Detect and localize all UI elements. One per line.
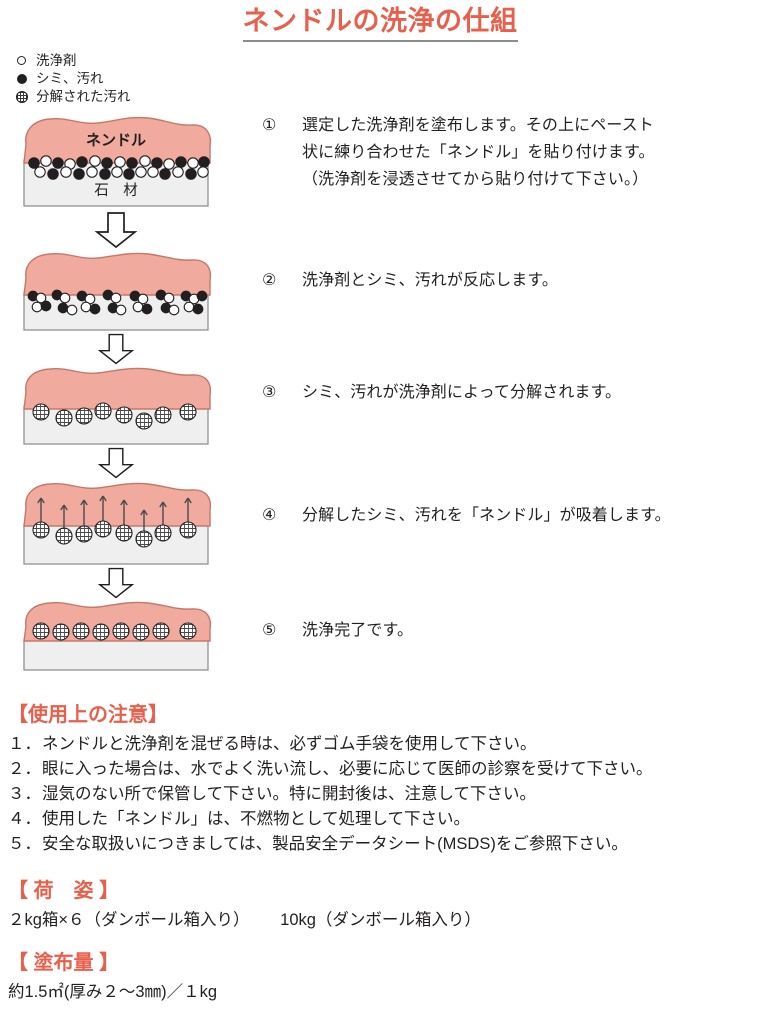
packaging-section: 【 荷 姿 】 ２kg箱×６（ダンボール箱入り） 10kg（ダンボール箱入り）: [8, 878, 756, 933]
packaging-option-1: ２kg箱×６（ダンボール箱入り）: [8, 911, 250, 929]
page-title: ネンドルの洗浄の仕組: [242, 6, 518, 43]
stage-4: [16, 480, 216, 566]
coverage-section: 【 塗布量 】 約1.5㎡(厚み２～3㎜)／１kg: [8, 950, 756, 1005]
precautions-heading: 【使用上の注意】: [8, 704, 168, 726]
coverage-value: 約1.5㎡(厚み２～3㎜)／１kg: [8, 983, 218, 1001]
step-4-text: 分解したシミ、汚れを「ネンドル」が吸着します。: [302, 507, 671, 524]
hatched-circle-icon: [14, 90, 29, 103]
legend-label-detergent: 洗浄剤: [36, 52, 77, 68]
precaution-item-3: ３． 湿気のない所で保管して下さい。特に開封後は、注意して下さい。: [8, 782, 756, 807]
step-2-text: 洗浄剤とシミ、汚れが反応します。: [302, 272, 559, 289]
legend-item-decomposed: 分解された汚れ: [14, 88, 234, 105]
step-5: ⑤ 洗浄完了です。: [262, 617, 413, 644]
precaution-item-1: １． ネンドルと洗浄剤を混ぜる時は、必ずゴム手袋を使用して下さい。: [8, 732, 756, 757]
packaging-heading: 【 荷 姿 】: [8, 880, 120, 902]
down-arrow-icon: [97, 447, 135, 479]
down-arrow-icon: [94, 212, 138, 249]
precaution-4-number: ４．: [8, 810, 41, 828]
arrow-connector-3: [16, 446, 216, 480]
stone-label: 石 材: [94, 182, 138, 199]
step-3: ③ シミ、汚れが洗浄剤によって分解されます。: [262, 379, 621, 406]
stage-1: ネンドル: [16, 112, 216, 210]
step-2-number: ②: [262, 272, 277, 289]
precaution-1-number: １．: [8, 735, 41, 753]
precaution-item-5: ５． 安全な取扱いにつきましては、製品安全データシート(MSDS)をご参照下さい…: [8, 832, 756, 857]
packaging-values: ２kg箱×６（ダンボール箱入り） 10kg（ダンボール箱入り）: [8, 908, 756, 933]
precaution-item-2: ２． 眼に入った場合は、水でよく洗い流し、必要に応じて医師の診察を受けて下さい。: [8, 757, 756, 782]
step-1-text: 選定した洗浄剤を塗布します。その上にペースト 状に練り合わせた「ネンドル」を貼り…: [302, 117, 655, 188]
hollow-circle-icon: [14, 56, 29, 65]
precaution-5-number: ５．: [8, 835, 41, 853]
step-4-number: ④: [262, 507, 277, 524]
precautions-section: 【使用上の注意】 １． ネンドルと洗浄剤を混ぜる時は、必ずゴム手袋を使用して下さ…: [8, 702, 756, 857]
coverage-heading: 【 塗布量 】: [8, 952, 120, 974]
stage-5: [16, 600, 216, 672]
nendle-label: ネンドル: [86, 132, 146, 149]
step-2: ② 洗浄剤とシミ、汚れが反応します。: [262, 267, 558, 294]
precaution-3-text: 湿気のない所で保管して下さい。特に開封後は、注意して下さい。: [42, 785, 537, 803]
step-1-number: ①: [262, 117, 277, 134]
precaution-2-number: ２．: [8, 760, 41, 778]
arrow-connector-4: [16, 566, 216, 600]
down-arrow-icon: [97, 333, 135, 365]
down-arrow-icon: [97, 567, 135, 599]
step-3-text: シミ、汚れが洗浄剤によって分解されます。: [302, 384, 622, 401]
process-diagram: ネンドル: [0, 112, 250, 672]
precaution-2-text: 眼に入った場合は、水でよく洗い流し、必要に応じて医師の診察を受けて下さい。: [42, 760, 653, 778]
packaging-option-2: 10kg（ダンボール箱入り）: [280, 911, 481, 929]
step-5-text: 洗浄完了です。: [302, 622, 414, 639]
solid-circle-icon: [14, 73, 29, 84]
step-1: ① 選定した洗浄剤を塗布します。その上にペースト 状に練り合わせた「ネンドル」を…: [262, 112, 655, 193]
legend-label-decomposed: 分解された汚れ: [36, 88, 131, 104]
step-3-number: ③: [262, 384, 277, 401]
step-4: ④ 分解したシミ、汚れを「ネンドル」が吸着します。: [262, 502, 671, 529]
precaution-4-text: 使用した「ネンドル」は、不燃物として処理して下さい。: [42, 810, 471, 828]
legend-label-stain: シミ、汚れ: [36, 70, 104, 86]
stage-2: [16, 250, 216, 332]
precaution-5-text: 安全な取扱いにつきましては、製品安全データシート(MSDS)をご参照下さい。: [42, 835, 628, 853]
title-bar: ネンドルの洗浄の仕組: [0, 6, 760, 43]
legend-item-detergent: 洗浄剤: [14, 52, 234, 69]
precaution-item-4: ４． 使用した「ネンドル」は、不燃物として処理して下さい。: [8, 807, 756, 832]
arrow-connector-2: [16, 332, 216, 366]
precaution-3-number: ３．: [8, 785, 41, 803]
arrow-connector-1: [16, 210, 216, 250]
legend-item-stain: シミ、汚れ: [14, 70, 234, 87]
step-5-number: ⑤: [262, 622, 277, 639]
precaution-1-text: ネンドルと洗浄剤を混ぜる時は、必ずゴム手袋を使用して下さい。: [42, 735, 537, 753]
legend: 洗浄剤 シミ、汚れ 分解された汚れ: [14, 52, 234, 106]
stage-3: [16, 366, 216, 446]
